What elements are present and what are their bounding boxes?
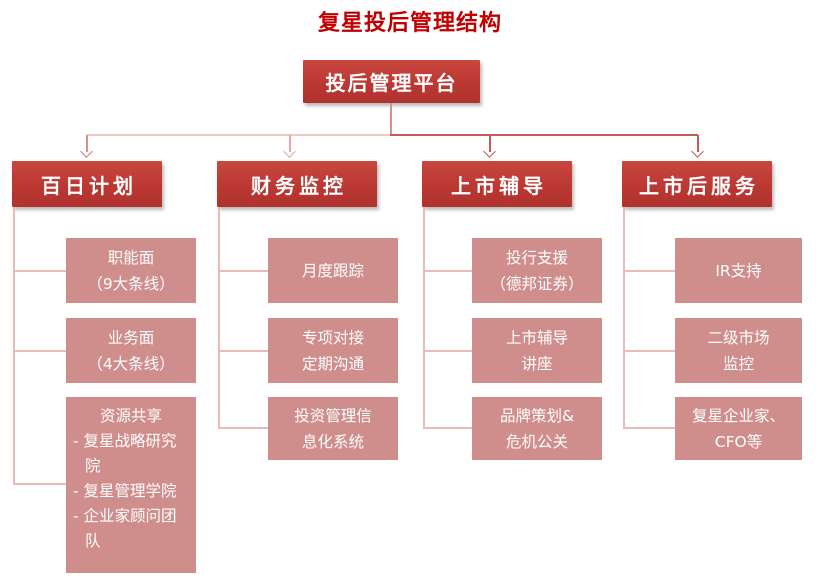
branch-label: 财务监控: [251, 173, 347, 198]
connector-stub: [218, 427, 268, 429]
branch-label: 上市辅导: [451, 173, 547, 198]
leaf-title: 资源共享: [99, 407, 162, 425]
root-node: 投后管理平台: [303, 60, 480, 103]
leaf-label: 投行支援 （德邦证券）: [490, 248, 584, 293]
leaf-label: 品牌策划& 危机公关: [499, 406, 575, 451]
connector-stub: [623, 350, 675, 352]
branch-node-post-ipo-service: 上市后服务: [622, 161, 772, 207]
connector-stem-1: [86, 135, 88, 152]
leaf-label: IR支持: [715, 261, 762, 280]
leaf-label: 业务面 （4大条线）: [87, 328, 175, 373]
leaf-label: 职能面 （9大条线）: [87, 248, 175, 293]
branch-label: 上市后服务: [639, 173, 759, 198]
connector-trunk: [218, 207, 220, 428]
leaf-label: 二级市场 监控: [707, 328, 770, 373]
leaf-node: 二级市场 监控: [675, 318, 802, 383]
connector-trunk: [423, 207, 425, 428]
connector-stub: [623, 427, 675, 429]
connector-trunk: [623, 207, 625, 428]
connector-stem-2: [289, 135, 291, 152]
leaf-node: 月度跟踪: [268, 238, 398, 303]
leaf-node: 职能面 （9大条线）: [66, 238, 196, 303]
connector-stub: [218, 270, 268, 272]
arrow-down-icon: [691, 145, 704, 158]
arrow-down-icon: [80, 145, 93, 158]
chart-title: 复星投后管理结构: [317, 11, 502, 36]
leaf-label: 专项对接 定期沟通: [301, 328, 364, 373]
connector-stub: [423, 270, 472, 272]
leaf-node: 投资管理信 息化系统: [268, 397, 398, 460]
connector-stub: [218, 350, 268, 352]
connector-stub: [423, 427, 472, 429]
connector-trunk: [13, 207, 15, 484]
branch-node-ipo-coaching: 上市辅导: [422, 161, 572, 207]
branch-node-finance-monitor: 财务监控: [217, 161, 377, 207]
connector-stub: [623, 270, 675, 272]
connector-stem-4: [697, 135, 699, 152]
leaf-list-item: - 企业家顾问团队: [73, 507, 177, 550]
leaf-node: IR支持: [675, 238, 802, 303]
leaf-node: 上市辅导 讲座: [472, 318, 602, 383]
leaf-node: 专项对接 定期沟通: [268, 318, 398, 383]
connector-horizontal-right: [390, 134, 698, 136]
connector-horizontal-left: [87, 134, 391, 136]
arrow-down-icon: [283, 145, 296, 158]
leaf-list-item: - 复星战略研究院: [73, 432, 177, 475]
branch-node-baiori-plan: 百日计划: [12, 161, 162, 207]
leaf-label: 月度跟踪: [301, 261, 364, 280]
branch-label: 百日计划: [41, 173, 137, 198]
connector-root-stub: [390, 103, 392, 135]
connector-stub: [13, 270, 66, 272]
leaf-node: 品牌策划& 危机公关: [472, 397, 602, 460]
leaf-label: 投资管理信 息化系统: [294, 406, 372, 451]
leaf-node: 业务面 （4大条线）: [66, 318, 196, 383]
connector-stub: [423, 350, 472, 352]
connector-stem-3: [489, 135, 491, 152]
leaf-node: 复星企业家、 CFO等: [675, 397, 802, 460]
leaf-list-item: - 复星管理学院: [73, 482, 177, 500]
connector-stub: [13, 350, 66, 352]
leaf-label: 复星企业家、 CFO等: [691, 406, 785, 451]
root-node-label: 投后管理平台: [325, 71, 458, 95]
leaf-node-resource-sharing: 资源共享 - 复星战略研究院 - 复星管理学院 - 企业家顾问团队: [66, 397, 196, 573]
leaf-label: 上市辅导 讲座: [505, 328, 568, 373]
connector-stub: [13, 483, 66, 485]
leaf-node: 投行支援 （德邦证券）: [472, 238, 602, 303]
arrow-down-icon: [483, 145, 496, 158]
